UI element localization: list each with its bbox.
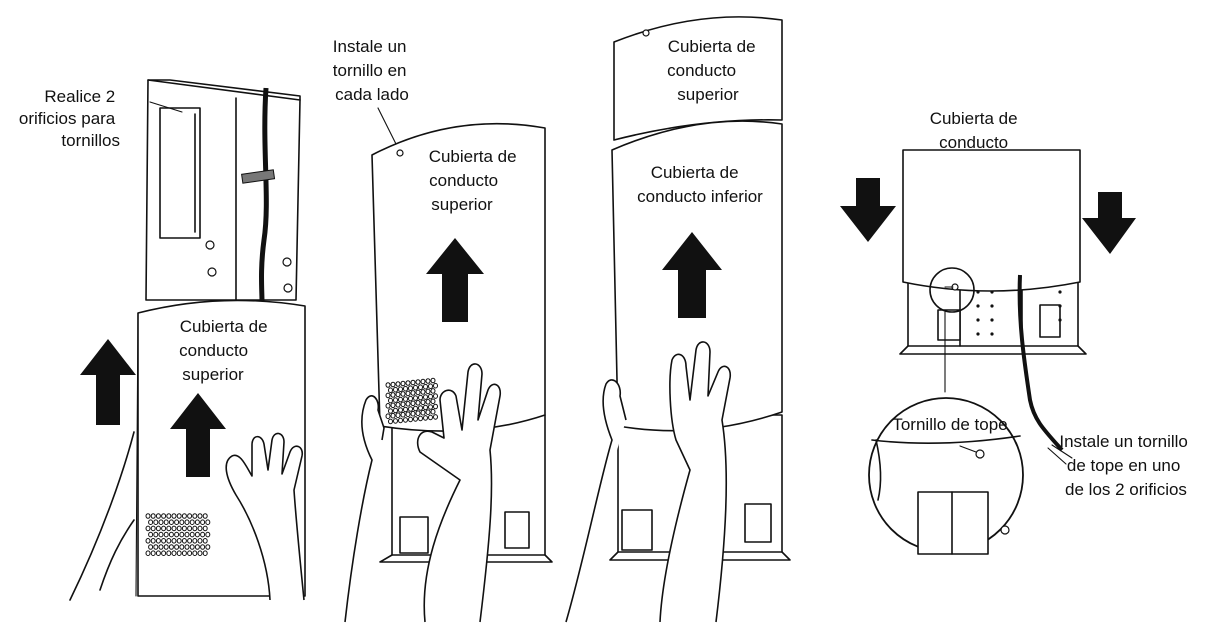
panel-step-1: Realice 2 orificios para tornillos Cubie… — [19, 79, 306, 601]
upper-duct-cover — [613, 16, 783, 141]
upper-cover-label: Cubierta de conducto superior — [667, 37, 760, 104]
vent-grille — [385, 377, 438, 425]
upper-cover-label: Cubierta de conducto superior — [179, 317, 272, 384]
stop-screw-zoom-callout — [868, 267, 1024, 555]
arrow-up-icon — [426, 238, 484, 322]
panel-step-4: Cubierta de conducto inferior — [840, 109, 1192, 555]
stop-screw-label: Tornillo de tope — [892, 415, 1007, 434]
panel-step-2: Instale un tornillo en cada lado Cubiert… — [333, 37, 553, 623]
drill-holes-note: Realice 2 orificios para tornillos — [19, 87, 120, 150]
chimney-bracket — [145, 79, 301, 303]
arrow-up-icon — [80, 339, 136, 425]
arrow-down-icon — [840, 178, 896, 242]
stop-screw-instruction: Instale un tornillo de tope en uno de lo… — [1059, 432, 1192, 499]
installer-hand-icon — [344, 363, 502, 623]
lower-duct-cover — [902, 149, 1081, 292]
arrow-up-icon — [662, 232, 722, 318]
upper-cover-label: Cubierta de conducto superior — [429, 147, 522, 214]
panel-step-3: Cubierta de conducto superior Cubierta d… — [565, 16, 791, 623]
vent-grille — [145, 513, 211, 557]
lower-cover-label: Cubierta de conducto inferior — [637, 163, 763, 206]
arrow-up-icon — [170, 393, 226, 477]
installer-hand-icon — [565, 341, 732, 623]
arrow-down-icon — [1082, 192, 1136, 254]
screw-each-side-note: Instale un tornillo en cada lado — [333, 37, 411, 104]
installer-hand-icon — [69, 431, 305, 601]
